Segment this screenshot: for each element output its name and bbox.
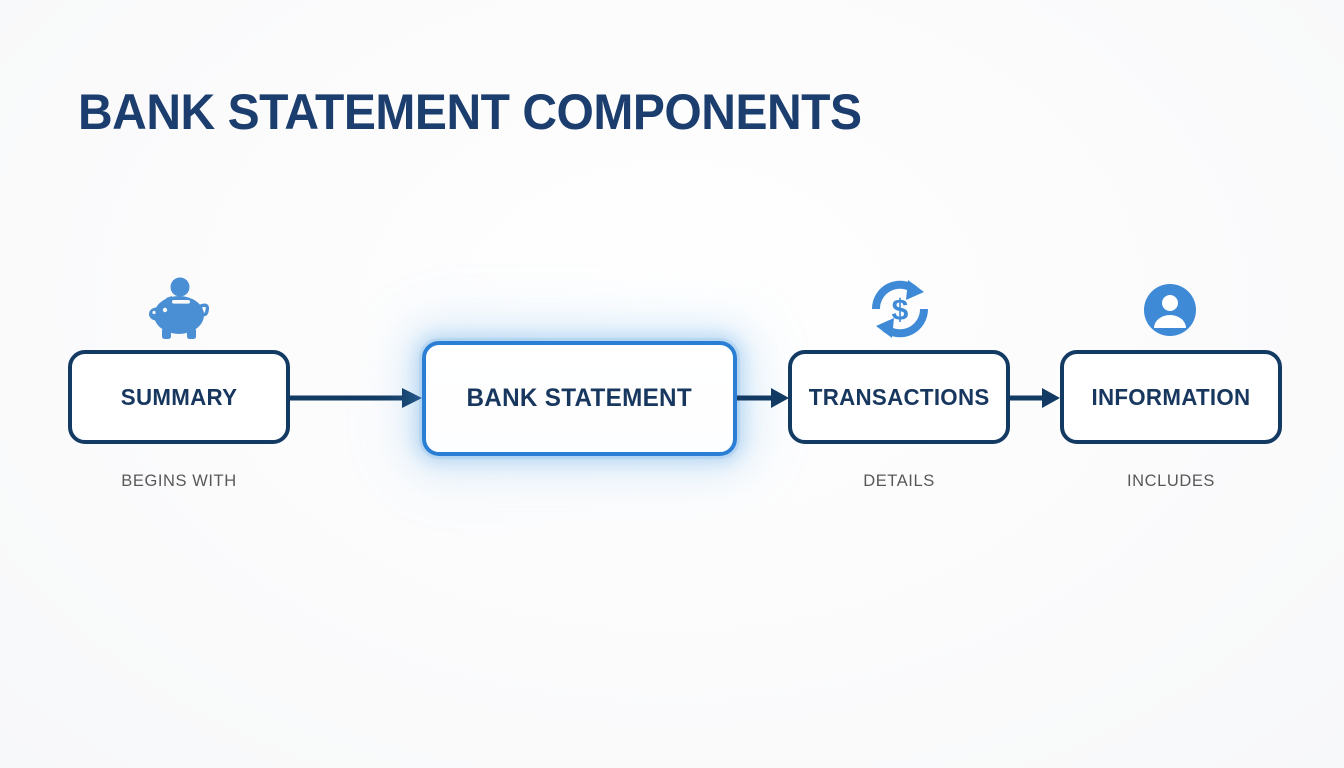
- connector-arrow-1: [290, 383, 422, 413]
- connector-arrow-2: [737, 383, 789, 413]
- piggy-bank-icon: [146, 276, 214, 342]
- summary-caption: BEGINS WITH: [121, 471, 237, 490]
- transactions-box[interactable]: TRANSACTIONS: [788, 350, 1010, 444]
- svg-text:$: $: [892, 294, 909, 327]
- summary-box[interactable]: SUMMARY: [68, 350, 290, 444]
- account-person-icon: [1144, 284, 1196, 336]
- transactions-caption: DETAILS: [863, 471, 935, 490]
- connector-arrow-3: [1010, 383, 1060, 413]
- information-caption: INCLUDES: [1126, 471, 1216, 490]
- bank-statement-box-label: BANK STATEMENT: [466, 384, 693, 412]
- bank-statement-box[interactable]: BANK STATEMENT: [422, 341, 737, 456]
- money-exchange-icon: $: [868, 278, 932, 340]
- summary-box-label: SUMMARY: [120, 383, 238, 410]
- transactions-box-label: TRANSACTIONS: [808, 383, 990, 410]
- information-box-label: INFORMATION: [1091, 383, 1251, 410]
- page-title: BANK STATEMENT COMPONENTS: [78, 84, 862, 140]
- information-box[interactable]: INFORMATION: [1060, 350, 1282, 444]
